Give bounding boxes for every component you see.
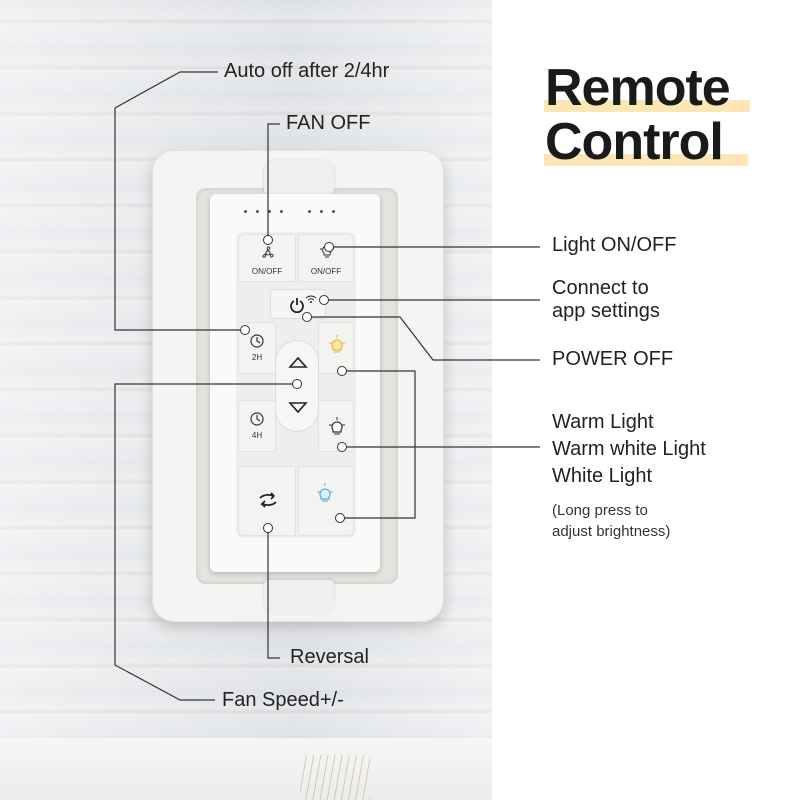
marker-warm-light — [337, 366, 347, 376]
timer-2h-label: 2H — [251, 353, 263, 362]
marker-light-onoff — [324, 242, 334, 252]
power-button[interactable] — [270, 289, 326, 319]
marker-reversal — [263, 523, 273, 533]
marker-white-light — [335, 513, 345, 523]
marker-fan-off — [263, 235, 273, 245]
light-onoff-button[interactable]: ON/OFF — [298, 234, 354, 282]
warm-white-light-button[interactable] — [318, 400, 354, 452]
callout-white-light: White Light — [552, 465, 653, 487]
callout-warm-light: Warm Light — [552, 411, 654, 433]
page-title-line1: Remote — [545, 59, 731, 117]
fan-icon — [262, 246, 274, 258]
callout-warm-white-light: Warm white Light — [552, 438, 706, 460]
timer-4h-button[interactable]: 4H — [238, 400, 276, 452]
shelf — [0, 738, 492, 800]
marker-auto-off — [240, 325, 250, 335]
timer-4h-label: 4H — [251, 431, 263, 440]
callout-auto-off: Auto off after 2/4hr — [224, 60, 390, 82]
marker-power-off — [302, 312, 312, 322]
clock-icon — [250, 334, 264, 348]
callout-fan-off: FAN OFF — [286, 112, 371, 134]
down-arrow-icon — [288, 402, 308, 414]
callout-reversal: Reversal — [290, 646, 369, 668]
reed-diffuser — [300, 755, 370, 800]
callout-power-off: POWER OFF — [552, 348, 674, 370]
plate-clip-top — [264, 160, 334, 194]
fan-key-label: ON/OFF — [251, 267, 283, 276]
marker-connect — [319, 295, 329, 305]
marker-warm-white-light — [337, 442, 347, 452]
warm-light-button[interactable] — [318, 322, 354, 374]
callout-long-press-line2: adjust brightness) — [552, 523, 671, 540]
reverse-icon — [259, 492, 277, 508]
callout-long-press-line1: (Long press to — [552, 502, 648, 519]
callout-fan-speed: Fan Speed+/- — [222, 689, 344, 711]
marker-fan-speed — [292, 379, 302, 389]
plate-clip-bottom — [264, 580, 334, 614]
warm-bulb-icon — [329, 335, 345, 353]
callout-connect-line1: Connect to — [552, 277, 649, 299]
clock-icon — [250, 412, 264, 426]
white-bulb-icon — [329, 417, 345, 435]
power-icon — [290, 298, 304, 313]
page-title-line2: Control — [545, 113, 724, 171]
cool-bulb-icon — [317, 483, 333, 502]
title-highlight-1 — [544, 100, 750, 112]
title-highlight-2 — [544, 154, 748, 166]
callout-connect-line2: app settings — [552, 300, 660, 322]
wifi-icon — [305, 295, 317, 303]
callout-light-onoff: Light ON/OFF — [552, 234, 677, 256]
white-light-button[interactable] — [298, 466, 354, 536]
up-arrow-icon — [288, 356, 308, 368]
light-key-label: ON/OFF — [310, 267, 342, 276]
